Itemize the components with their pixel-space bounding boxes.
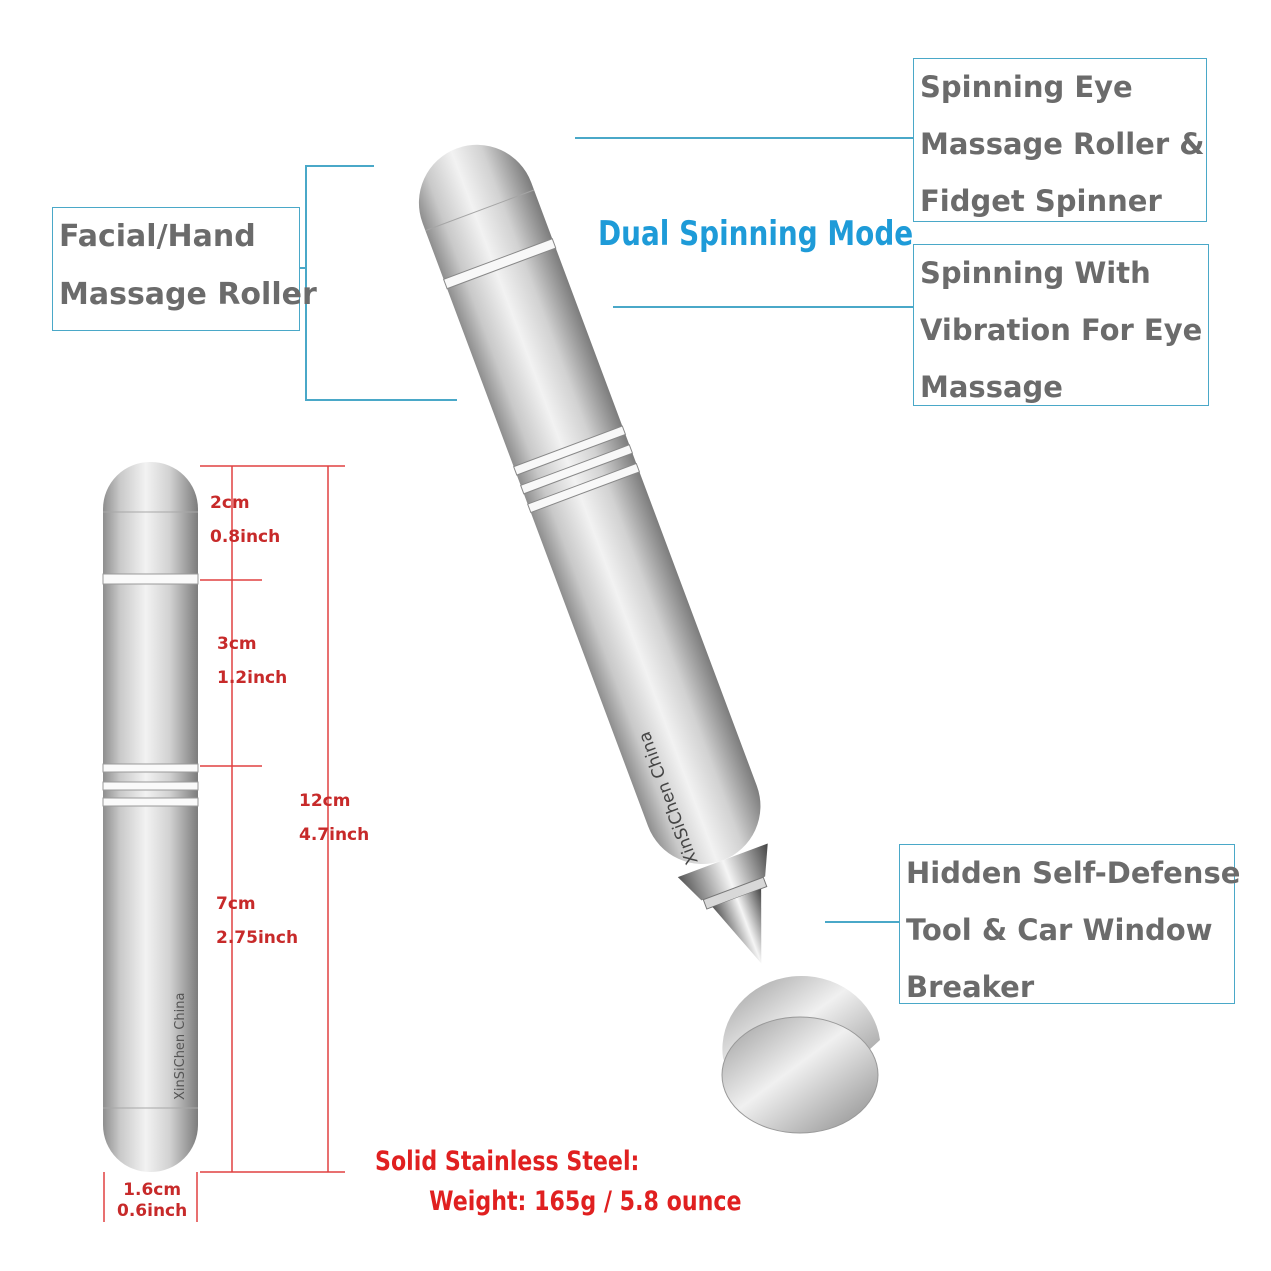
- cap-dimension-cm: 2cm: [210, 493, 250, 513]
- small-pen-graphic: [102, 462, 199, 1172]
- vibration-line-1: Spinning With: [920, 256, 1151, 290]
- diameter-dimension-cm: 1.6cm: [123, 1180, 182, 1200]
- cap-dimension: 2cm 0.8inch: [210, 486, 280, 554]
- self-defense-line-3: Breaker: [906, 970, 1035, 1004]
- main-pen-graphic: [418, 144, 768, 964]
- facial-hand-line-2: Massage Roller: [59, 277, 317, 312]
- middle-dimension-cm: 3cm: [217, 634, 257, 654]
- spinning-eye-roller-label: Spinning Eye Massage Roller & Fidget Spi…: [913, 58, 1207, 222]
- body-dimension-cm: 7cm: [216, 894, 256, 914]
- vibration-massage-label: Spinning With Vibration For Eye Massage: [913, 244, 1209, 406]
- small-pen-engraving: XinSiChen China: [173, 993, 188, 1100]
- detached-cap-graphic: [721, 975, 880, 1134]
- facial-hand-line-1: Facial/Hand: [59, 219, 256, 254]
- dimension-lines: [103, 465, 345, 1222]
- spinning-eye-line-2: Massage Roller &: [920, 127, 1205, 161]
- vibration-line-3: Massage: [920, 370, 1063, 404]
- diameter-dimension: 1.6cm 0.6inch: [117, 1180, 187, 1222]
- material-text: Solid Stainless Steel:: [375, 1146, 640, 1177]
- body-dimension-inch: 2.75inch: [216, 928, 299, 948]
- material-weight-note: Solid Stainless Steel: Weight: 165g / 5.…: [375, 1142, 741, 1222]
- total-dimension-inch: 4.7inch: [299, 825, 370, 845]
- facial-hand-roller-label: Facial/Hand Massage Roller: [52, 207, 317, 331]
- self-defense-line-2: Tool & Car Window: [906, 913, 1213, 947]
- self-defense-line-1: Hidden Self-Defense: [906, 856, 1241, 890]
- spinning-eye-line-1: Spinning Eye: [920, 70, 1133, 104]
- weight-text: Weight: 165g / 5.8 ounce: [429, 1186, 742, 1217]
- total-dimension: 12cm 4.7inch: [299, 784, 369, 852]
- self-defense-label: Hidden Self-Defense Tool & Car Window Br…: [899, 844, 1241, 1004]
- diameter-dimension-inch: 0.6inch: [117, 1201, 188, 1221]
- dual-spinning-mode-title: Dual Spinning Mode: [598, 214, 914, 254]
- middle-dimension: 3cm 1.2inch: [217, 627, 287, 695]
- vibration-line-2: Vibration For Eye: [920, 313, 1203, 347]
- body-dimension: 7cm 2.75inch: [216, 887, 298, 955]
- spinning-eye-line-3: Fidget Spinner: [920, 184, 1162, 218]
- callout-lines: [300, 137, 913, 923]
- cap-dimension-inch: 0.8inch: [210, 527, 281, 547]
- middle-dimension-inch: 1.2inch: [217, 668, 288, 688]
- total-dimension-cm: 12cm: [299, 791, 351, 811]
